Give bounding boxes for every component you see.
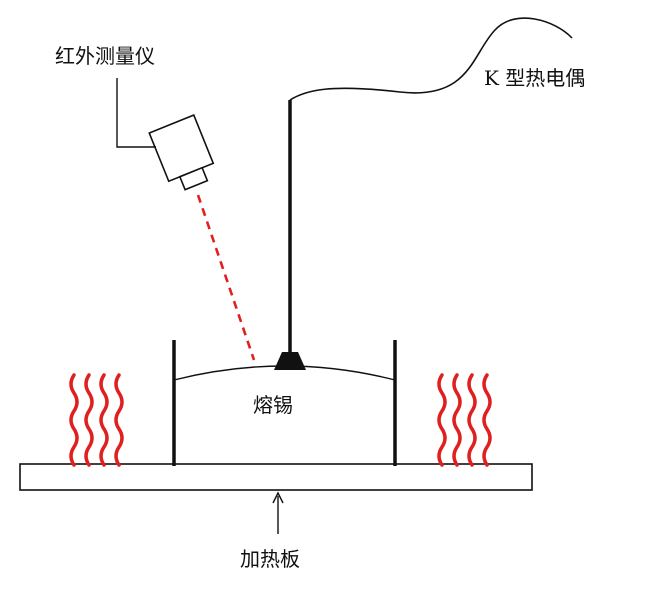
wavy-lines-icon xyxy=(69,373,124,467)
wavy-lines-icon xyxy=(437,373,492,467)
molten-tin-label: 熔锡 xyxy=(253,393,293,417)
thermocouple-tip xyxy=(274,352,306,370)
ir-meter-leader xyxy=(116,78,156,148)
hot-plate-arrowhead xyxy=(272,491,284,504)
camera-icon xyxy=(148,114,215,191)
ir-laser-beam xyxy=(196,194,256,361)
ir-meter-label: 红外测量仪 xyxy=(55,44,155,68)
hot-plate xyxy=(19,463,533,491)
thermocouple-label: K 型热电偶 xyxy=(484,66,585,90)
hot-plate-label: 加热板 xyxy=(240,547,300,571)
thermocouple-wire xyxy=(289,17,573,101)
